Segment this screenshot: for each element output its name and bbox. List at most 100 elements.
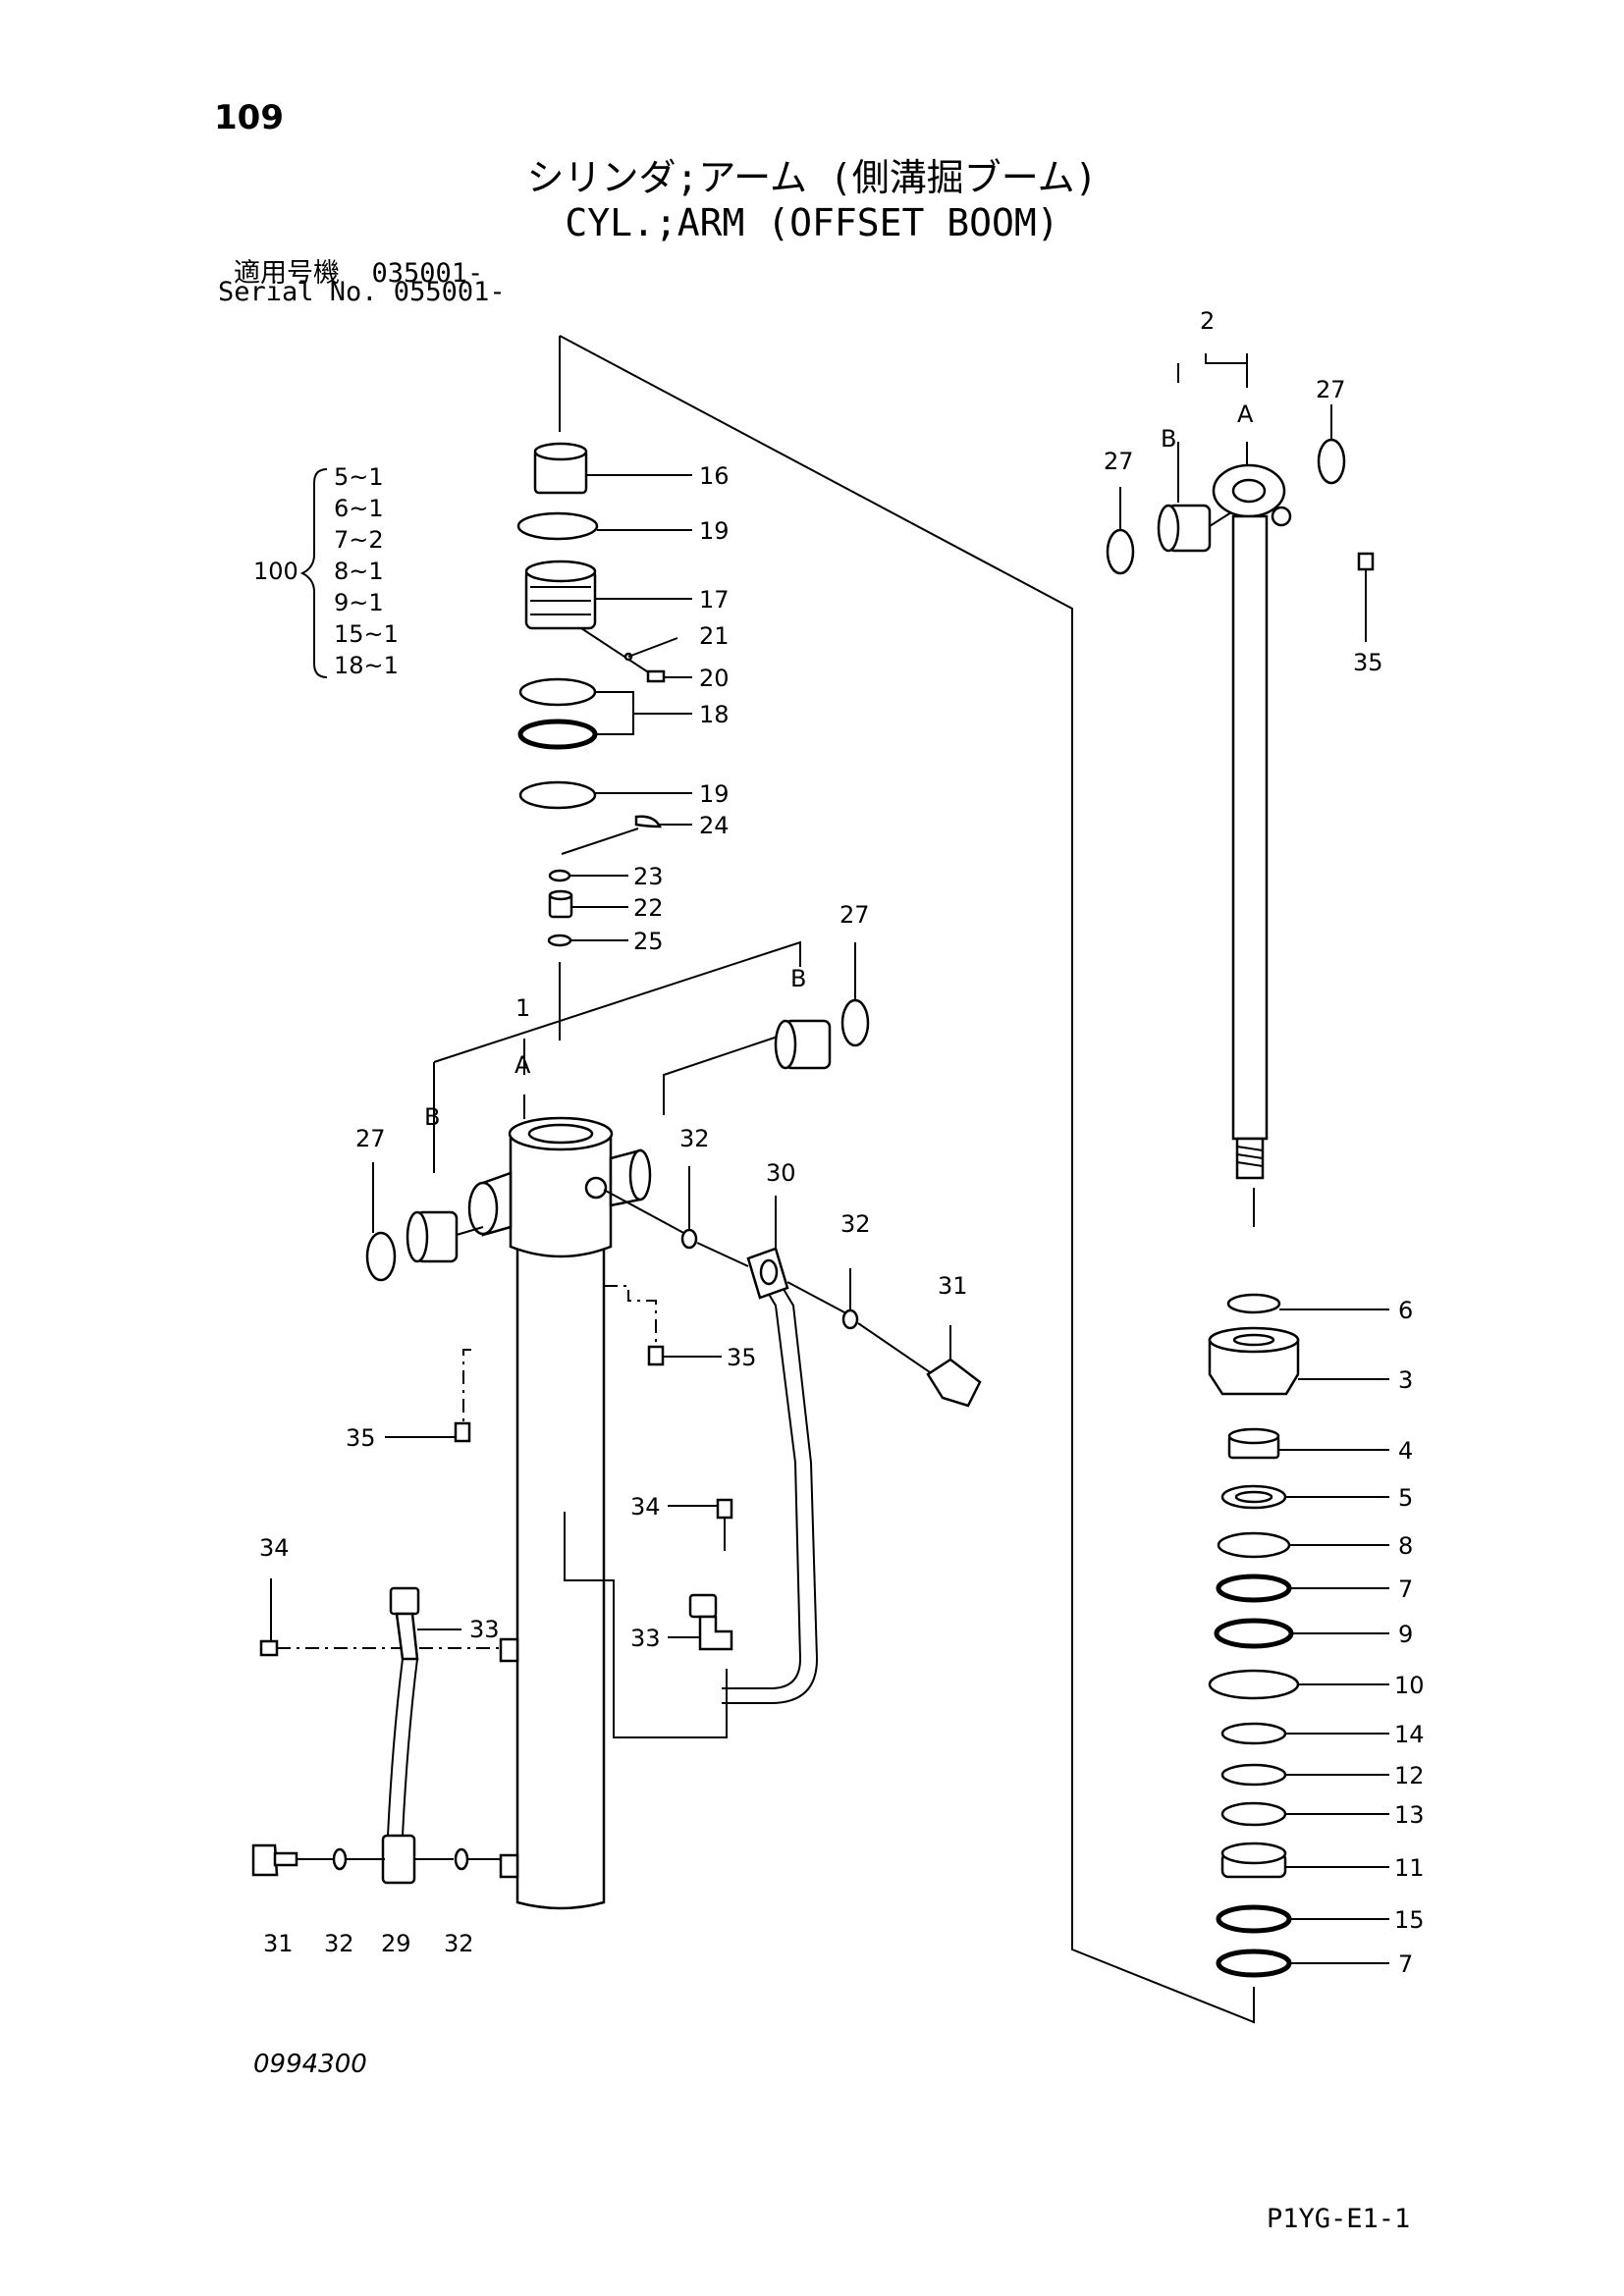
part-5-seal [1220, 1484, 1389, 1510]
callout: 5 [1398, 1484, 1413, 1512]
rod-ab-leaders [1177, 353, 1248, 503]
part-b-bushing-top-right [1157, 504, 1232, 553]
callout: 19 [699, 780, 730, 808]
callout: 25 [633, 928, 664, 955]
part-29-tee [295, 1834, 501, 1885]
kit-brace [299, 468, 328, 678]
part-17-rod-cover [524, 560, 692, 630]
drawing-code: 0994300 [253, 2050, 367, 2079]
callout: 11 [1394, 1854, 1425, 1882]
part-34-screw-upper [668, 1498, 733, 1551]
callout: 1 [515, 994, 530, 1022]
callouts-right: 2 A B 27 27 35 6 3 4 5 8 7 9 10 14 12 13… [1104, 307, 1425, 1978]
callout: 32 [679, 1125, 710, 1152]
callout: 33 [469, 1616, 500, 1643]
part-33-elbow-right [668, 1593, 733, 1651]
part-11-seal [1220, 1842, 1389, 1879]
callout: 9 [1398, 1621, 1413, 1648]
kit-item: 6~1 [334, 495, 384, 522]
callout: 21 [699, 622, 730, 650]
part-pipe-left [387, 1658, 418, 1837]
callout: 17 [699, 586, 730, 614]
part-b-bushing-left [406, 1210, 484, 1263]
callout: B [790, 965, 806, 992]
part-27-seal-top-right [1317, 404, 1346, 485]
callout: A [1237, 400, 1254, 428]
kit-item: 5~1 [334, 463, 384, 491]
part-2-piston-rod [1212, 463, 1292, 1180]
assembly-guide-lines [559, 335, 1255, 2024]
part-8-ring [1217, 1531, 1389, 1559]
callout: 16 [699, 462, 730, 490]
part-b-bushing-right [774, 1019, 832, 1070]
callout: 30 [766, 1159, 796, 1187]
callout: 7 [1398, 1950, 1413, 1978]
serial-number: Serial No. 055001- [218, 277, 506, 307]
part-3-piston [1208, 1326, 1389, 1396]
callout: 27 [1104, 448, 1134, 475]
kit-item: 8~1 [334, 558, 384, 585]
part-35-grease-nipple [1357, 552, 1375, 642]
part-34-screw-left [259, 1578, 501, 1657]
part-14-ring [1220, 1722, 1389, 1745]
callout: 23 [633, 863, 664, 890]
callout: B [424, 1103, 440, 1131]
callout: 33 [630, 1625, 661, 1652]
part-33-fitting-left [389, 1586, 461, 1661]
callout: 24 [699, 812, 730, 839]
kit-number: 100 [253, 558, 298, 585]
part-7-oring [1216, 1574, 1389, 1603]
port-connection-line [603, 1166, 934, 1375]
callout: 27 [355, 1125, 386, 1152]
part-21-20-plug [580, 627, 692, 683]
callout: 10 [1394, 1672, 1425, 1699]
callout: 3 [1398, 1366, 1413, 1394]
callout: 27 [839, 901, 870, 929]
callout: 18 [699, 701, 730, 728]
title-japanese: シリンダ;アーム (側溝掘ブーム) [526, 156, 1098, 199]
part-4-bushing [1227, 1427, 1389, 1460]
kit-item: 7~2 [334, 526, 384, 554]
callout: 6 [1398, 1297, 1413, 1324]
callout: 32 [444, 1930, 474, 1957]
callout: 31 [263, 1930, 294, 1957]
part-1-cylinder-tube [467, 1116, 652, 1910]
part-16-bushing [533, 442, 692, 495]
part-27-seal-left [365, 1162, 397, 1282]
kit-item: 9~1 [334, 589, 384, 616]
page-number: 109 [214, 98, 284, 137]
callouts-left: 16 19 17 21 20 18 19 24 23 22 25 27 B 1 … [259, 462, 968, 1957]
callout: 2 [1200, 307, 1215, 335]
callout: 32 [324, 1930, 354, 1957]
part-9-oring [1214, 1618, 1389, 1649]
callout: 27 [1316, 376, 1346, 403]
callout: 32 [840, 1210, 871, 1238]
kit-group-100: 100 5~1 6~1 7~2 8~1 9~1 15~1 18~1 [253, 463, 399, 679]
callout: 12 [1394, 1762, 1425, 1789]
part-13-ring [1220, 1801, 1389, 1827]
part-18-seal-pair [517, 677, 692, 750]
part-35-screw-a [647, 1345, 722, 1366]
callout: 22 [633, 894, 664, 922]
callout: 15 [1394, 1906, 1425, 1934]
tube-ab-leaders [433, 940, 801, 1738]
part-15-oring [1216, 1904, 1389, 1934]
callout: 7 [1398, 1575, 1413, 1603]
part-19-ring-lower [518, 780, 692, 810]
callout: 20 [699, 665, 730, 692]
page-reference: P1YG-E1-1 [1267, 2204, 1411, 2234]
part-12-ring [1220, 1763, 1389, 1787]
part-27-seal-top-left [1106, 487, 1135, 575]
part-23-22-25-small-parts [547, 869, 628, 947]
part-27-seal-right [840, 942, 870, 1047]
callout: 19 [699, 517, 730, 545]
callout: 13 [1394, 1801, 1425, 1829]
part-30-pipe [722, 1196, 819, 1704]
callout: 35 [346, 1424, 376, 1452]
kit-item: 18~1 [334, 652, 399, 679]
callout: 4 [1398, 1437, 1413, 1465]
callout: 35 [1353, 649, 1383, 676]
part-6-ring [1226, 1293, 1389, 1314]
callout: B [1161, 425, 1176, 453]
